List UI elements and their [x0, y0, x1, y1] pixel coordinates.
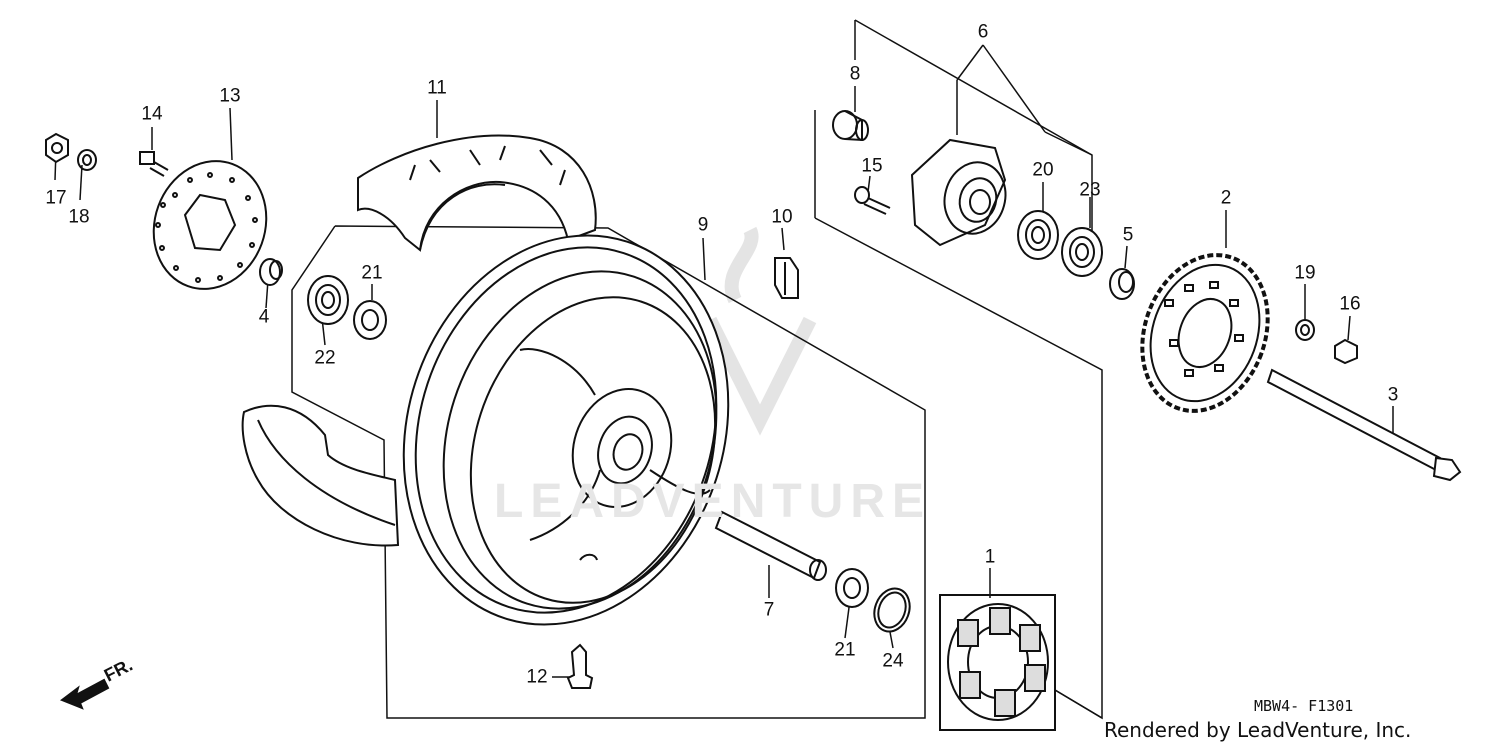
- callout-4: 4: [258, 306, 270, 328]
- bearing-22: [307, 275, 349, 325]
- callout-23: 23: [1079, 179, 1101, 201]
- front-arrow-icon: [59, 678, 110, 710]
- collar-7: [714, 510, 827, 581]
- watermark-text: LEADVENTURE: [494, 475, 932, 528]
- callout-10: 10: [771, 206, 793, 228]
- sprocket-2: [1140, 253, 1270, 413]
- callout-8: 8: [849, 63, 861, 85]
- callout-6: 6: [977, 21, 989, 43]
- collar-5: [1109, 268, 1135, 300]
- assembly-lines: [291, 19, 1103, 720]
- bolt-15: [854, 186, 891, 215]
- callout-19: 19: [1294, 262, 1316, 284]
- callout-5: 5: [1122, 224, 1134, 246]
- bearing-23: [1061, 227, 1103, 277]
- wheel-weight-10: [774, 257, 799, 299]
- bearing-21-left: [353, 300, 387, 340]
- callout-21-right: 21: [834, 639, 856, 661]
- callout-7: 7: [763, 599, 775, 621]
- bearing-20: [1017, 210, 1059, 260]
- bearing-21-right: [835, 568, 869, 608]
- bolt-14: [139, 151, 169, 177]
- oring-24: [873, 587, 911, 633]
- callout-21-left: 21: [361, 262, 383, 284]
- nut-16: [1334, 338, 1358, 365]
- callout-17: 17: [45, 187, 67, 209]
- callout-16: 16: [1339, 293, 1361, 315]
- valve-12: [566, 643, 594, 689]
- callout-14: 14: [141, 103, 163, 125]
- nut-17: [45, 132, 69, 164]
- callout-1: 1: [984, 546, 996, 568]
- watermark-logo: [703, 226, 817, 436]
- washer-18: [77, 149, 97, 171]
- callout-15: 15: [861, 155, 883, 177]
- callout-22: 22: [314, 347, 336, 369]
- callout-20: 20: [1032, 159, 1054, 181]
- callout-13: 13: [219, 85, 241, 107]
- axle-3: [1266, 368, 1462, 482]
- callout-18: 18: [68, 206, 90, 228]
- washer-19: [1295, 319, 1315, 341]
- collar-8: [832, 110, 869, 142]
- callout-12: 12: [526, 666, 548, 688]
- callout-2: 2: [1220, 187, 1232, 209]
- callout-11: 11: [427, 77, 447, 99]
- callout-24: 24: [882, 650, 904, 672]
- diagram-code: MBW4- F1301: [1254, 697, 1354, 715]
- tire: [241, 134, 597, 547]
- collar-4: [259, 258, 283, 286]
- callout-9: 9: [697, 214, 709, 236]
- wheel-rim: [402, 234, 730, 626]
- brake-disc: [152, 160, 268, 290]
- flange-6: [910, 138, 1007, 247]
- render-credit: Rendered by LeadVenture, Inc.: [1104, 718, 1412, 742]
- damper-1: [939, 594, 1056, 731]
- callout-3: 3: [1387, 384, 1399, 406]
